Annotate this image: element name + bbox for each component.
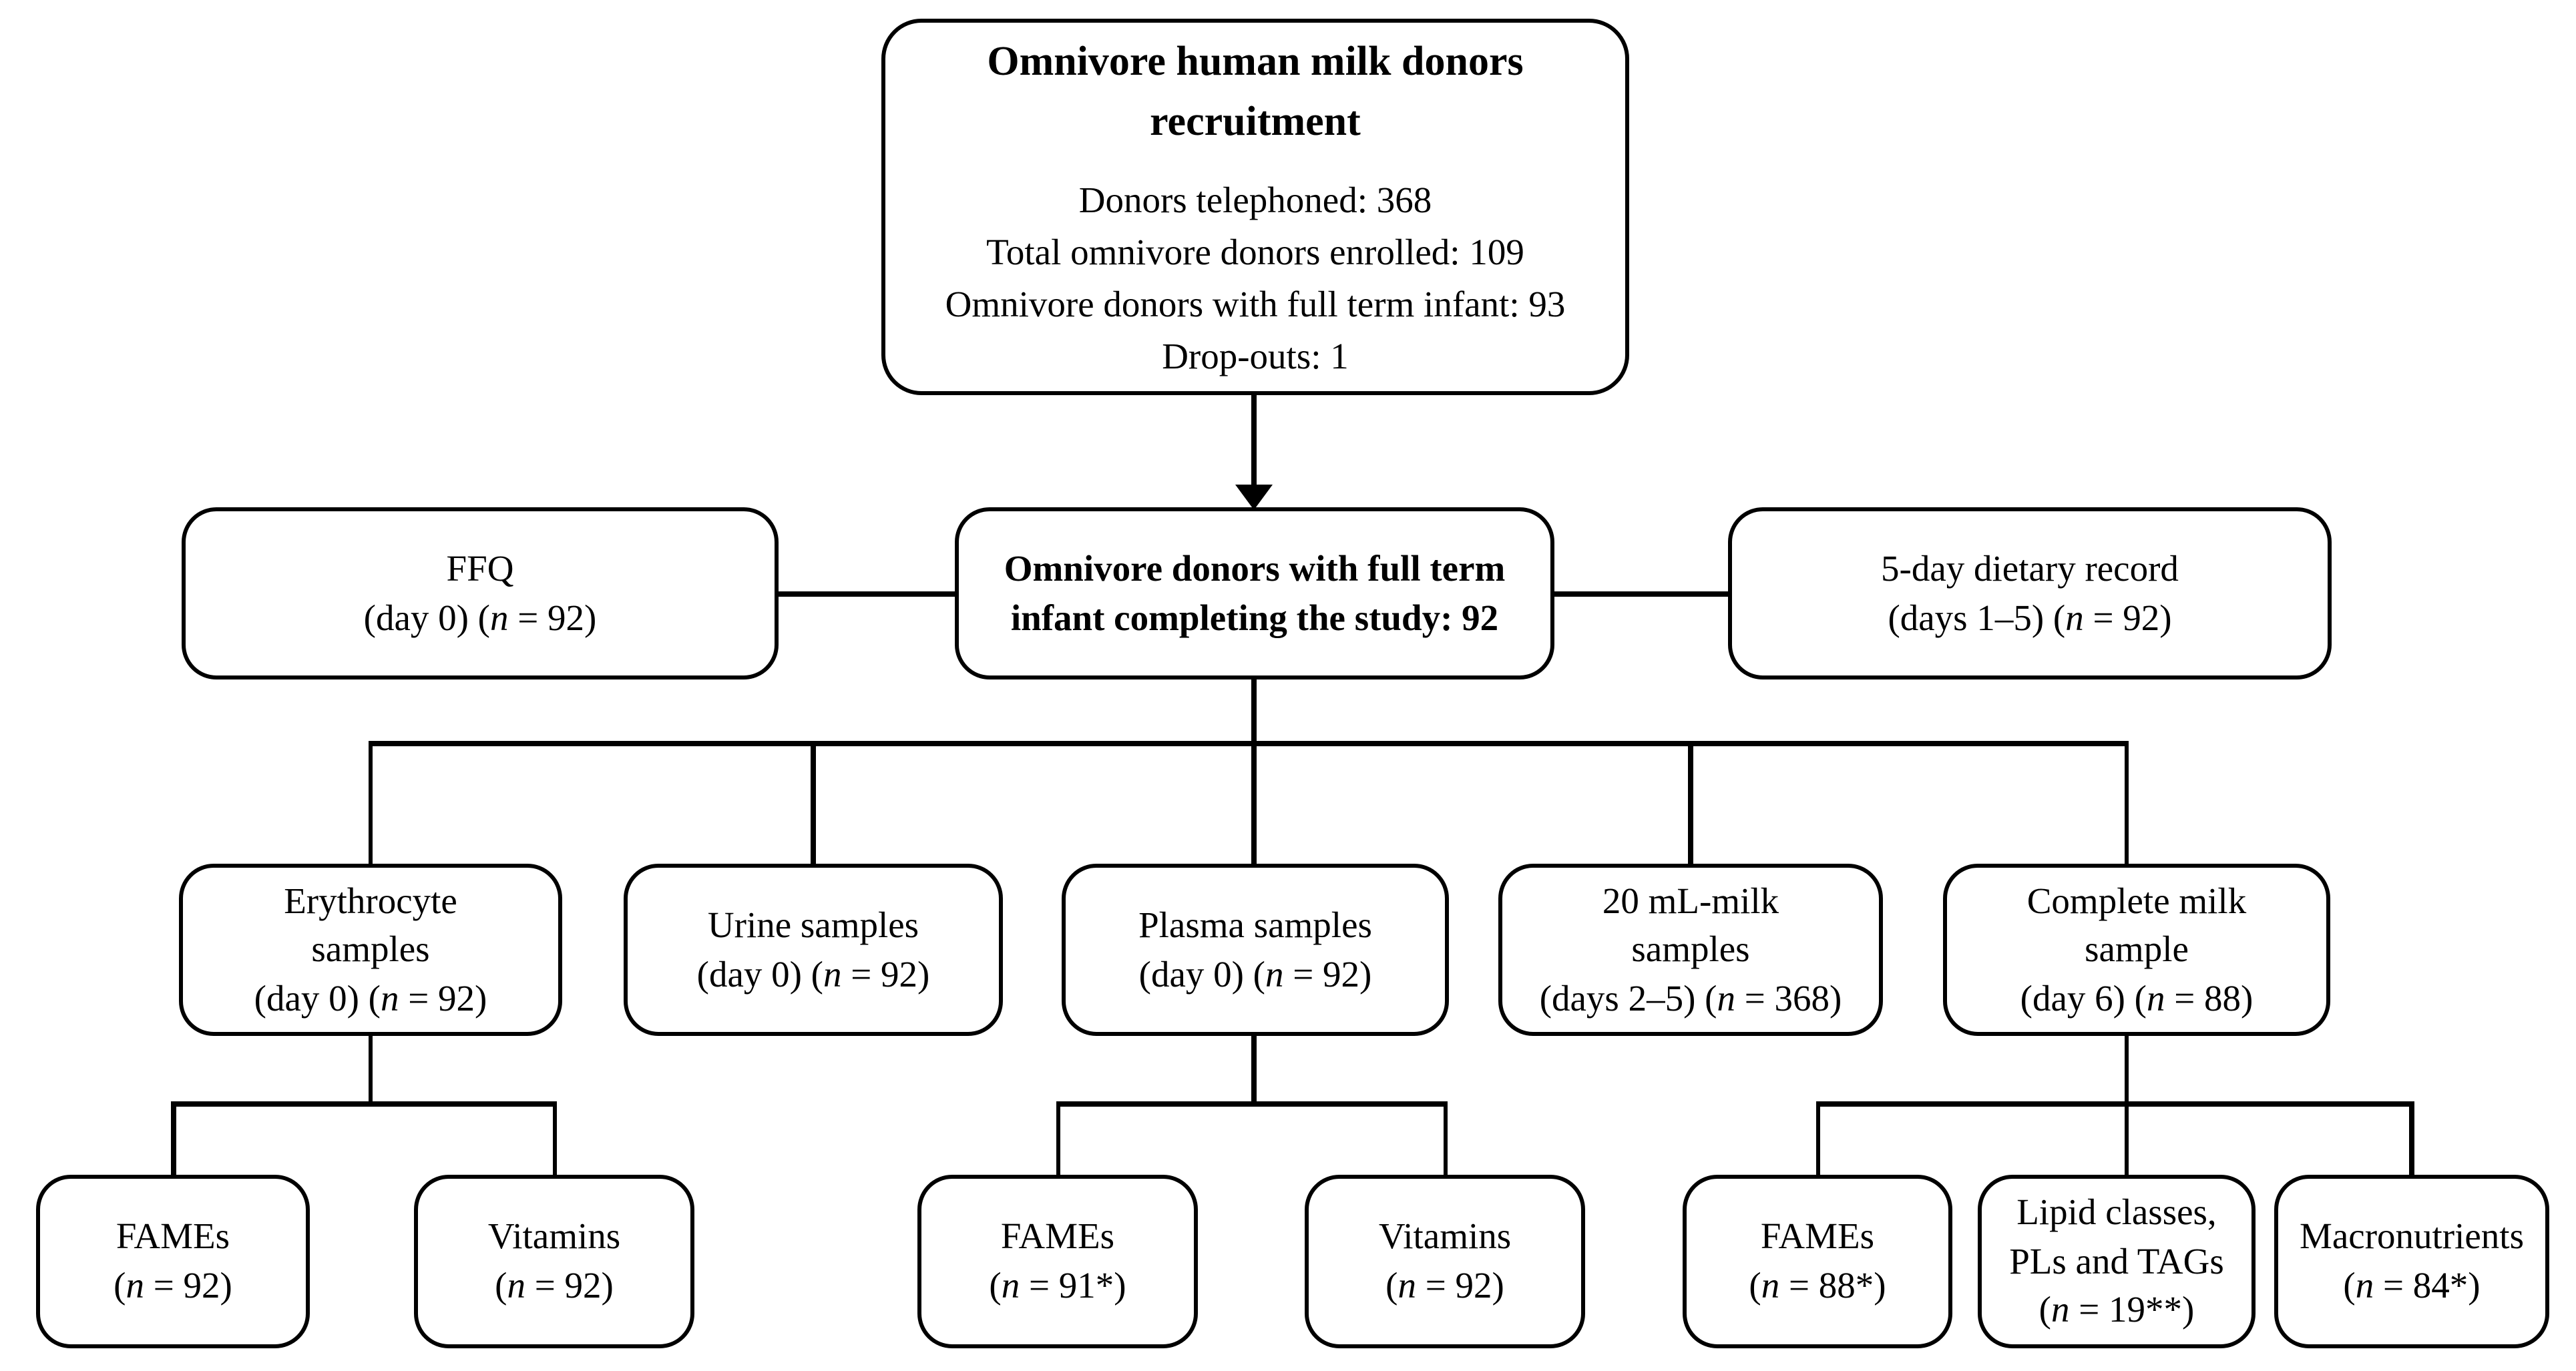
connector-drop-erythrocyte [368, 740, 373, 864]
text-line: Total omnivore donors enrolled: 109 [986, 230, 1524, 272]
connector-distribution-bar [368, 740, 2129, 746]
node-plasma-samples: Plasma samples (day 0) (n = 92) [1062, 864, 1449, 1036]
text-line: Drop-outs: 1 [1162, 334, 1349, 376]
text-line: Omnivore donors with full term [1004, 547, 1506, 589]
connector-dietary-link [1552, 591, 1731, 596]
connector-ffq-link [777, 591, 957, 596]
connector-drop-fames-plasma [1056, 1101, 1060, 1177]
connector-drop-macronutrients [2409, 1101, 2414, 1177]
node-vitamins-erythrocyte: Vitamins (n = 92) [414, 1175, 694, 1348]
text-line: (n = 92) [495, 1264, 614, 1306]
node-erythrocyte-samples: Erythrocyte samples (day 0) (n = 92) [179, 864, 562, 1036]
node-fames-erythrocyte: FAMEs (n = 92) [36, 1175, 310, 1348]
connector-drop-milk20 [1688, 740, 1693, 864]
connector-recruitment-stem [1251, 391, 1257, 491]
text-line: (n = 84*) [2343, 1264, 2481, 1306]
node-fames-plasma: FAMEs (n = 91*) [917, 1175, 1198, 1348]
text-line: Urine samples [707, 903, 919, 945]
text-line: 20 mL-milk [1602, 879, 1779, 921]
text-line: (days 1–5) (n = 92) [1888, 596, 2172, 637]
text-line: infant completing the study: 92 [1010, 596, 1499, 637]
connector-plasma-split-bar [1056, 1101, 1448, 1107]
connector-drop-completemilk [2124, 740, 2129, 864]
connector-plasma-stem [1251, 1035, 1257, 1104]
text-line: (n = 19**) [2038, 1288, 2195, 1330]
text-line: Erythrocyte [284, 879, 457, 921]
arrow-down-icon [1235, 485, 1273, 510]
node-urine-samples: Urine samples (day 0) (n = 92) [624, 864, 1003, 1036]
connector-completing-stem [1251, 678, 1257, 865]
connector-erythrocyte-stem [368, 1035, 373, 1104]
text-line: (n = 92) [1385, 1264, 1504, 1306]
node-ffq: FFQ (day 0) (n = 92) [182, 507, 779, 679]
connector-drop-vitamins-plasma [1443, 1101, 1448, 1177]
text-line: Omnivore donors with full term infant: 9… [945, 282, 1566, 324]
text-line: (day 0) (n = 92) [1138, 952, 1372, 994]
text-line: (n = 88*) [1749, 1264, 1886, 1306]
node-fames-complete-milk: FAMEs (n = 88*) [1683, 1175, 1952, 1348]
text-line: recruitment [1150, 97, 1361, 144]
text-line: FAMEs [116, 1215, 230, 1257]
text-line: 5-day dietary record [1881, 547, 2179, 589]
node-recruitment-title: Omnivore human milk donors recruitment [987, 32, 1523, 152]
connector-erythrocyte-split-bar [171, 1101, 557, 1107]
node-complete-milk-sample: Complete milk sample (day 6) (n = 88) [1943, 864, 2330, 1036]
text-line: sample [2085, 928, 2189, 970]
node-recruitment: Omnivore human milk donors recruitment Do… [881, 19, 1629, 395]
node-lipid-classes: Lipid classes, PLs and TAGs (n = 19**) [1978, 1175, 2256, 1348]
node-20ml-milk-samples: 20 mL-milk samples (days 2–5) (n = 368) [1498, 864, 1883, 1036]
text-line: Macronutrients [2299, 1215, 2524, 1257]
text-line: (n = 91*) [989, 1264, 1126, 1306]
connector-drop-vitamins-erythrocyte [552, 1101, 557, 1177]
text-line: Donors telephoned: 368 [1078, 178, 1432, 220]
connector-drop-fames-erythrocyte [171, 1101, 176, 1177]
text-line: (day 6) (n = 88) [2020, 977, 2253, 1019]
text-line: FAMEs [1000, 1215, 1115, 1257]
text-line: (n = 92) [114, 1264, 232, 1306]
connector-drop-urine [811, 740, 815, 864]
node-dietary-record: 5-day dietary record (days 1–5) (n = 92) [1728, 507, 2332, 679]
text-line: (day 0) (n = 92) [363, 596, 597, 637]
text-line: samples [1631, 928, 1750, 970]
text-line: (days 2–5) (n = 368) [1539, 977, 1842, 1019]
text-line: Omnivore human milk donors [987, 37, 1524, 84]
text-line: Plasma samples [1138, 903, 1372, 945]
text-line: Vitamins [487, 1215, 621, 1257]
text-line: PLs and TAGs [2009, 1240, 2224, 1282]
connector-completemilk-split-bar [1815, 1101, 2414, 1107]
text-line: (day 0) (n = 92) [696, 952, 930, 994]
node-macronutrients: Macronutrients (n = 84*) [2274, 1175, 2549, 1348]
text-line: FFQ [446, 547, 514, 589]
connector-drop-fames-completemilk [1815, 1101, 1820, 1177]
text-line: Vitamins [1378, 1215, 1512, 1257]
text-line: (day 0) (n = 92) [254, 977, 487, 1019]
text-line: FAMEs [1760, 1215, 1875, 1257]
node-vitamins-plasma: Vitamins (n = 92) [1305, 1175, 1585, 1348]
node-completing-study: Omnivore donors with full term infant com… [955, 507, 1554, 679]
text-line: samples [311, 928, 430, 970]
text-line: Lipid classes, [2016, 1191, 2217, 1233]
text-line: Complete milk [2026, 879, 2247, 921]
